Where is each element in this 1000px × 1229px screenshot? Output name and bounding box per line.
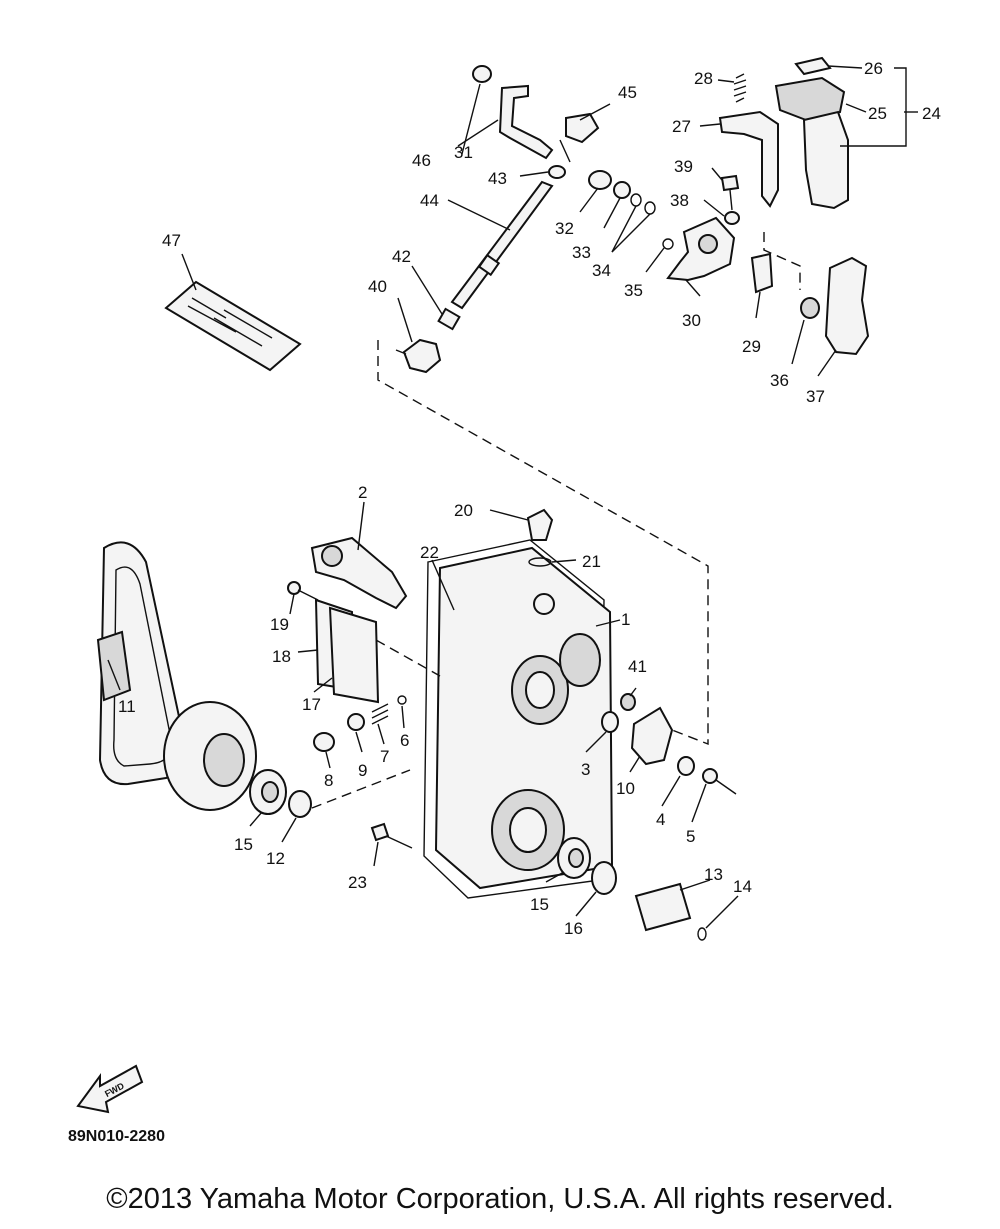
part-19-bolt <box>287 581 301 595</box>
callout-24: 24 <box>922 104 941 123</box>
part-39-bolt <box>720 174 740 192</box>
chaincase-assembly <box>96 508 737 941</box>
callout-16: 16 <box>564 919 583 938</box>
part-14-oring <box>697 927 707 941</box>
callout-11: 11 <box>118 697 136 716</box>
callout-13: 13 <box>704 865 723 884</box>
part-21-oring <box>528 557 552 567</box>
callout-46: 46 <box>412 151 431 170</box>
copyright-notice: ©2013 Yamaha Motor Corporation, U.S.A. A… <box>106 1183 894 1215</box>
shift-linkage-assembly <box>164 56 870 374</box>
part-42-nut <box>437 307 461 331</box>
part-41-nut <box>620 693 636 711</box>
part-43-nut <box>548 165 566 179</box>
part-46-nut <box>472 65 492 83</box>
part-45-rod-end <box>565 112 600 144</box>
callout-8: 8 <box>324 771 333 790</box>
part-40-joint <box>402 338 442 374</box>
part-12-collar <box>288 790 312 818</box>
part-13-sleeve <box>634 882 692 932</box>
callout-33: 33 <box>572 243 591 262</box>
part-35-clip <box>662 238 674 250</box>
callout-3: 3 <box>581 760 590 779</box>
callout-35: 35 <box>624 281 643 300</box>
part-24-lever <box>802 110 849 210</box>
part-17-plate <box>328 606 380 704</box>
callout-22: 22 <box>420 543 439 562</box>
callout-36: 36 <box>770 371 789 390</box>
callout-47: 47 <box>162 231 181 250</box>
callout-42: 42 <box>392 247 411 266</box>
callout-15: 15 <box>234 835 253 854</box>
part-28-spring <box>733 73 747 103</box>
callout-6: 6 <box>400 731 409 750</box>
part-38-washer <box>724 211 740 225</box>
part-16-collar <box>591 861 617 895</box>
part-25-grip <box>774 76 846 122</box>
callout-44: 44 <box>420 191 439 210</box>
part-37-cover <box>824 256 870 356</box>
part-8-bolt <box>313 732 335 752</box>
callout-43: 43 <box>488 169 507 188</box>
part-9-washer <box>347 713 365 731</box>
part-29-plate <box>750 252 774 294</box>
part-31-lever <box>498 84 554 160</box>
callout-4: 4 <box>656 810 665 829</box>
callout-45: 45 <box>618 83 637 102</box>
fwd-arrow-icon: FWD <box>76 1064 144 1114</box>
callout-20: 20 <box>454 501 473 520</box>
callout-7: 7 <box>380 747 389 766</box>
part-7-spring <box>371 703 389 725</box>
part-5-bolt <box>702 768 718 784</box>
part-34-oring <box>644 201 656 215</box>
part-33-washer <box>613 181 631 199</box>
callout-31: 31 <box>454 143 473 162</box>
callout-2: 2 <box>358 483 367 502</box>
part-36-nut <box>800 297 820 319</box>
callout-10: 10 <box>616 779 635 798</box>
part-47-label <box>164 280 302 372</box>
callout-39: 39 <box>674 157 693 176</box>
leader-lines <box>107 65 918 929</box>
callout-18: 18 <box>272 647 291 666</box>
callout-19: 19 <box>270 615 289 634</box>
callout-40: 40 <box>368 277 387 296</box>
callout-28: 28 <box>694 69 713 88</box>
callout-37: 37 <box>806 387 825 406</box>
part-32-collar <box>588 170 612 190</box>
callout-38: 38 <box>670 191 689 210</box>
callout-17: 17 <box>302 695 321 714</box>
callout-29: 29 <box>742 337 761 356</box>
callout-30: 30 <box>682 311 701 330</box>
part-4-nut <box>677 756 695 776</box>
callout-32: 32 <box>555 219 574 238</box>
callout-labels: 1 2 3 4 5 6 7 8 9 10 11 12 13 14 15 15 1… <box>118 59 941 938</box>
drawing-code: 89N010-2280 <box>68 1128 165 1145</box>
part-27-holder <box>718 110 779 208</box>
part-34-oring <box>630 193 642 207</box>
callout-14: 14 <box>733 877 752 896</box>
part-6-ball <box>397 695 407 705</box>
part-44-rod <box>450 180 554 310</box>
part-26-pad <box>794 56 832 76</box>
part-3-washer <box>601 711 619 733</box>
callout-25: 25 <box>868 104 887 123</box>
callout-34: 34 <box>592 261 611 280</box>
callout-23: 23 <box>348 873 367 892</box>
callout-12: 12 <box>266 849 285 868</box>
callout-5: 5 <box>686 827 695 846</box>
part-20-plug <box>526 508 554 541</box>
callout-41: 41 <box>628 657 647 676</box>
callout-26: 26 <box>864 59 883 78</box>
callout-21: 21 <box>582 552 601 571</box>
callout-9: 9 <box>358 761 367 780</box>
part-23-bolt <box>370 822 390 842</box>
callout-27: 27 <box>672 117 691 136</box>
callout-1: 1 <box>621 610 630 629</box>
part-10-lever <box>630 706 674 766</box>
callout-15-lower: 15 <box>530 895 549 914</box>
